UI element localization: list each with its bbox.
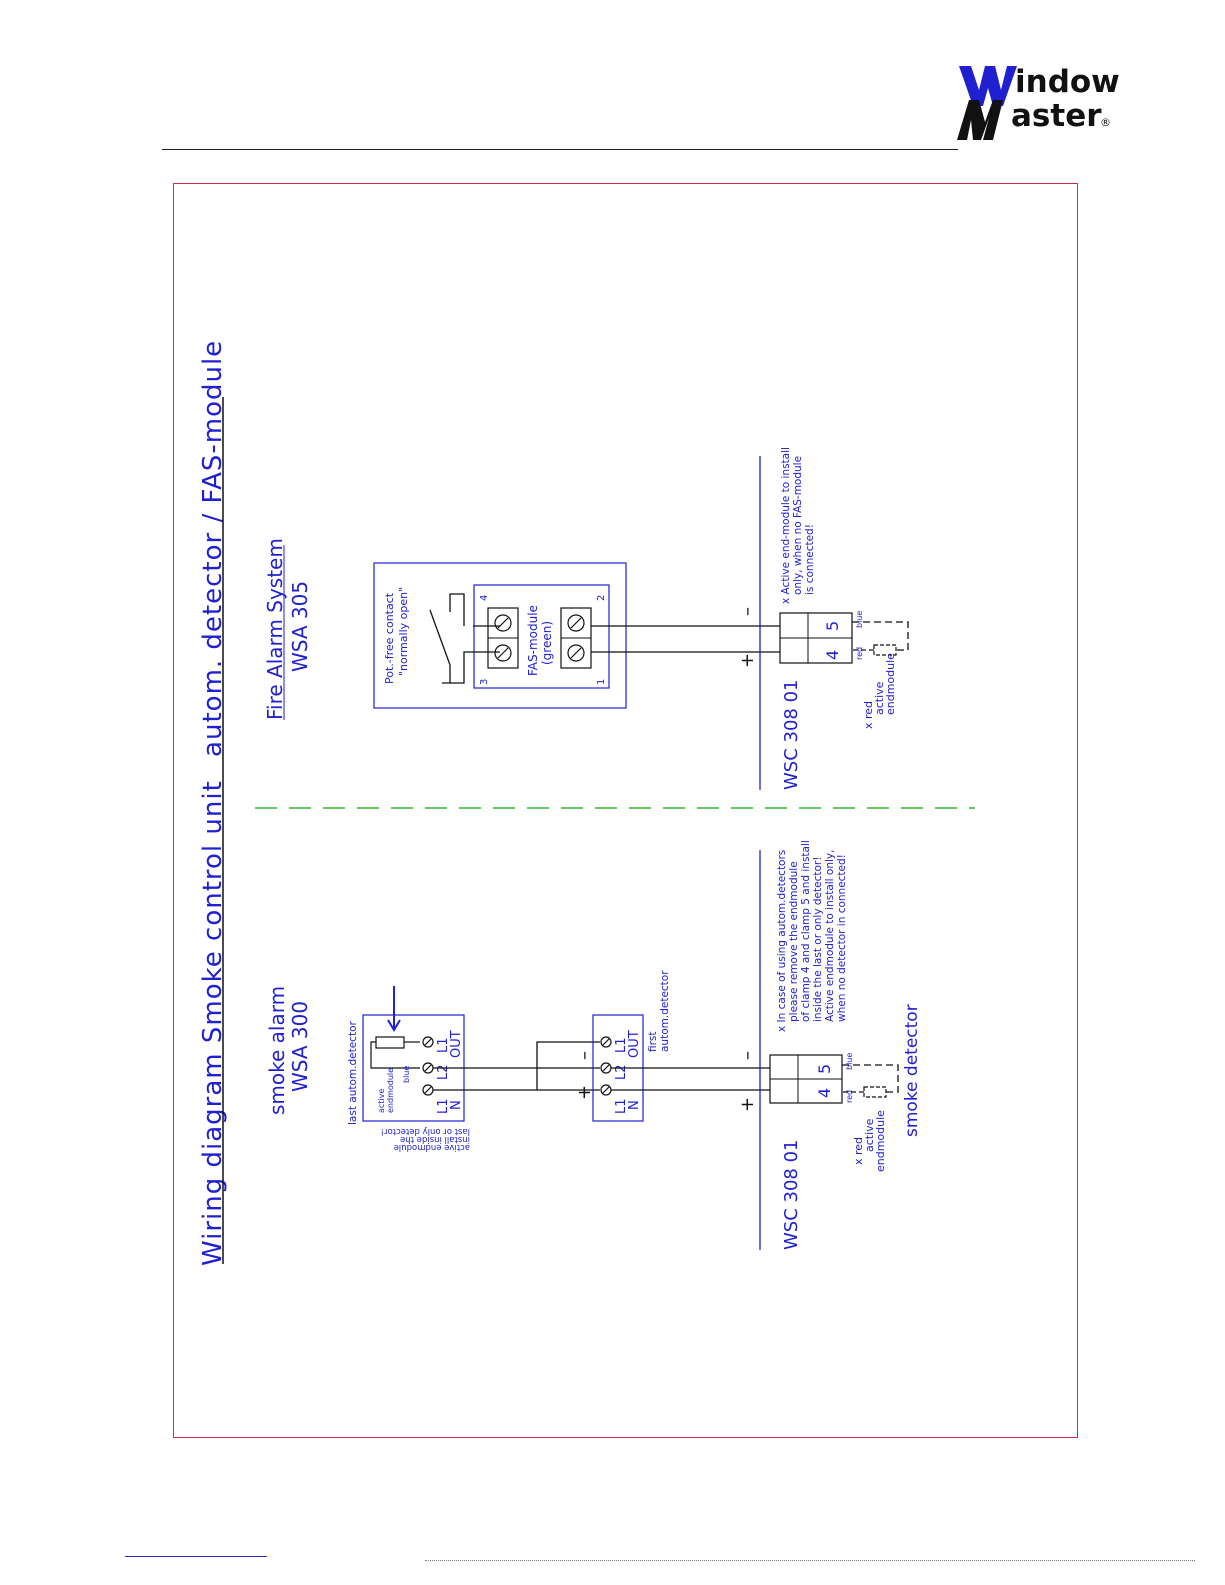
endmodule-resistor xyxy=(375,1036,405,1049)
fas-module-label: FAS-module xyxy=(526,605,540,676)
detector-note-2: please remove the endmodule xyxy=(788,861,800,1022)
detector-note-1: x In case of using autom.detectors xyxy=(776,850,788,1032)
screw-icon xyxy=(494,644,512,662)
screw-icon xyxy=(600,1084,612,1096)
minus-left-top: – xyxy=(574,1051,595,1060)
fas-pin-1: 1 xyxy=(596,679,607,685)
screw-icon xyxy=(567,614,585,632)
logo-line2: aster xyxy=(1011,98,1102,134)
endmodule-left-l1: x red xyxy=(852,1137,865,1165)
clamp-5-right: 5 xyxy=(823,621,842,631)
fas-outer-box xyxy=(373,562,627,709)
detector-note-5: Active endmodule to install only, xyxy=(824,850,836,1022)
fas-system-model: WSA 305 xyxy=(288,581,312,672)
wire-l1-link xyxy=(433,1041,600,1091)
clamp-4-right: 4 xyxy=(823,650,842,660)
smoke-detector-caption: smoke detector xyxy=(902,1004,922,1137)
first-detector-1: first xyxy=(647,1031,659,1052)
screw-icon xyxy=(494,614,512,632)
endmodule-right-l3: endmodule xyxy=(884,653,897,715)
first-terminal-L1b: L1 xyxy=(614,1098,629,1114)
contact-wire-bottom xyxy=(450,651,500,684)
endmodule-right-resistor xyxy=(873,644,897,656)
endmodule-left-resistor xyxy=(863,1086,887,1098)
header-rule xyxy=(162,149,958,150)
screw-icon xyxy=(600,1036,612,1048)
fas-pin-3: 3 xyxy=(479,679,490,685)
last-terminal-L1b: L1 xyxy=(436,1098,451,1114)
screw-icon xyxy=(422,1084,434,1096)
first-terminal-N: N xyxy=(627,1100,642,1110)
fas-pin-4: 4 xyxy=(479,595,490,601)
last-terminal-L2: L2 xyxy=(436,1064,451,1080)
wire-blue-left2: blue xyxy=(845,1053,854,1070)
plus-left: + xyxy=(737,1097,758,1112)
fas-module-box xyxy=(473,584,610,689)
endmodule-right-l1: x red xyxy=(862,701,875,729)
footer-dotted-rule xyxy=(425,1560,1195,1561)
wsc-unit-right: WSC 308 01 xyxy=(781,680,802,791)
wire-red-right: red xyxy=(855,647,864,660)
detector-note-6: when no detector in connected! xyxy=(836,854,848,1022)
endmodule-resistor-lead xyxy=(370,1041,420,1069)
clamp-4-left: 4 xyxy=(815,1088,834,1098)
screw-icon xyxy=(567,644,585,662)
last-terminal-OUT: OUT xyxy=(449,1030,464,1058)
detector-note-3: of clamp 4 and clamp 5 and install xyxy=(800,840,812,1022)
screw-icon xyxy=(600,1062,612,1074)
last-detector-label: last autom.detector xyxy=(347,1021,359,1125)
plus-right: + xyxy=(737,653,758,668)
contact-sublabel: "normally open" xyxy=(397,587,410,676)
endmodule-right-l2: active xyxy=(873,681,886,715)
wire-blue-right: blue xyxy=(855,611,864,628)
fas-note-1: x Active end-module to install xyxy=(780,447,792,604)
logo-w-mark xyxy=(959,66,1017,106)
endmodule-left-l2: active xyxy=(863,1118,876,1152)
fas-note-3: is connected! xyxy=(804,524,816,595)
wire-blue-left: blue xyxy=(402,1066,411,1083)
smoke-alarm-model: WSA 300 xyxy=(288,1001,312,1092)
first-terminal-OUT: OUT xyxy=(627,1030,642,1058)
endmodule-left-l3: endmodule xyxy=(874,1110,887,1172)
endmodule-left xyxy=(842,1064,899,1093)
diagram-frame xyxy=(173,183,1078,1438)
arrow-down-icon xyxy=(387,986,401,1032)
detector-note-4: inside the last or only detector! xyxy=(812,857,824,1022)
last-terminal-L1: L1 xyxy=(436,1037,451,1053)
logo-graphic: indow aster ® xyxy=(957,64,1120,140)
first-terminal-L1: L1 xyxy=(614,1037,629,1053)
minus-left: – xyxy=(737,1051,758,1060)
first-terminal-L2: L2 xyxy=(614,1064,629,1080)
active-endmodule-1: active xyxy=(377,1089,386,1113)
screw-icon xyxy=(422,1062,434,1074)
plus-left-top: + xyxy=(574,1085,595,1100)
endmodule-right xyxy=(852,621,909,651)
footer-link-underline xyxy=(125,1556,267,1557)
logo-line1: indow xyxy=(1015,64,1120,100)
fas-module-color: (green) xyxy=(540,621,554,665)
contact-label: Pot.-free contact xyxy=(383,592,396,684)
clamp-5-left: 5 xyxy=(815,1064,834,1074)
install-note-1: active endmodule xyxy=(394,1142,470,1152)
fas-pin-2: 2 xyxy=(596,595,607,601)
first-detector-2: autom.detector xyxy=(659,970,671,1052)
logo-registered: ® xyxy=(1100,116,1111,129)
install-note-3: last or only detector! xyxy=(381,1126,470,1136)
contact-wire-switch xyxy=(429,609,451,684)
contact-wire-return xyxy=(449,593,465,626)
logo-m-mark xyxy=(957,100,1003,140)
fas-note-2: only, when no FAS-module xyxy=(792,456,804,595)
wsc-unit-left: WSC 308 01 xyxy=(781,1140,802,1251)
minus-right: – xyxy=(737,607,758,616)
install-note-2: install inside the xyxy=(400,1134,470,1144)
last-terminal-N: N xyxy=(449,1100,464,1110)
smoke-alarm-title: smoke alarm xyxy=(265,986,289,1115)
wire-red-left: red xyxy=(845,1090,854,1103)
screw-icon xyxy=(422,1036,434,1048)
active-endmodule-2: endmodule xyxy=(386,1068,395,1113)
windowmaster-logo: indow aster ® xyxy=(955,60,1125,145)
fas-system-title: Fire Alarm System xyxy=(263,538,287,720)
